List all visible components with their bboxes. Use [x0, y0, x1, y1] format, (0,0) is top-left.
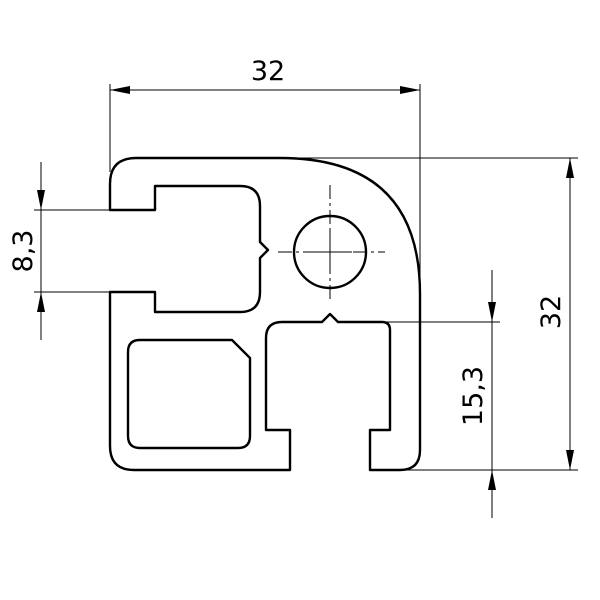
dimension-top-width-label: 32 [251, 56, 285, 87]
dimension-right-slot-label: 15,3 [458, 366, 489, 426]
dimension-right-slot: 15,3 [338, 270, 500, 518]
inner-cavity [126, 338, 252, 450]
dimension-top-width: 32 [109, 56, 421, 300]
dimension-right-height-label: 32 [536, 295, 567, 329]
dimension-right-height: 32 [282, 157, 578, 471]
profile-outer-contour [108, 156, 422, 472]
dimension-left-slot: 8,3 [8, 162, 110, 340]
dimension-left-slot-label: 8,3 [8, 230, 39, 273]
